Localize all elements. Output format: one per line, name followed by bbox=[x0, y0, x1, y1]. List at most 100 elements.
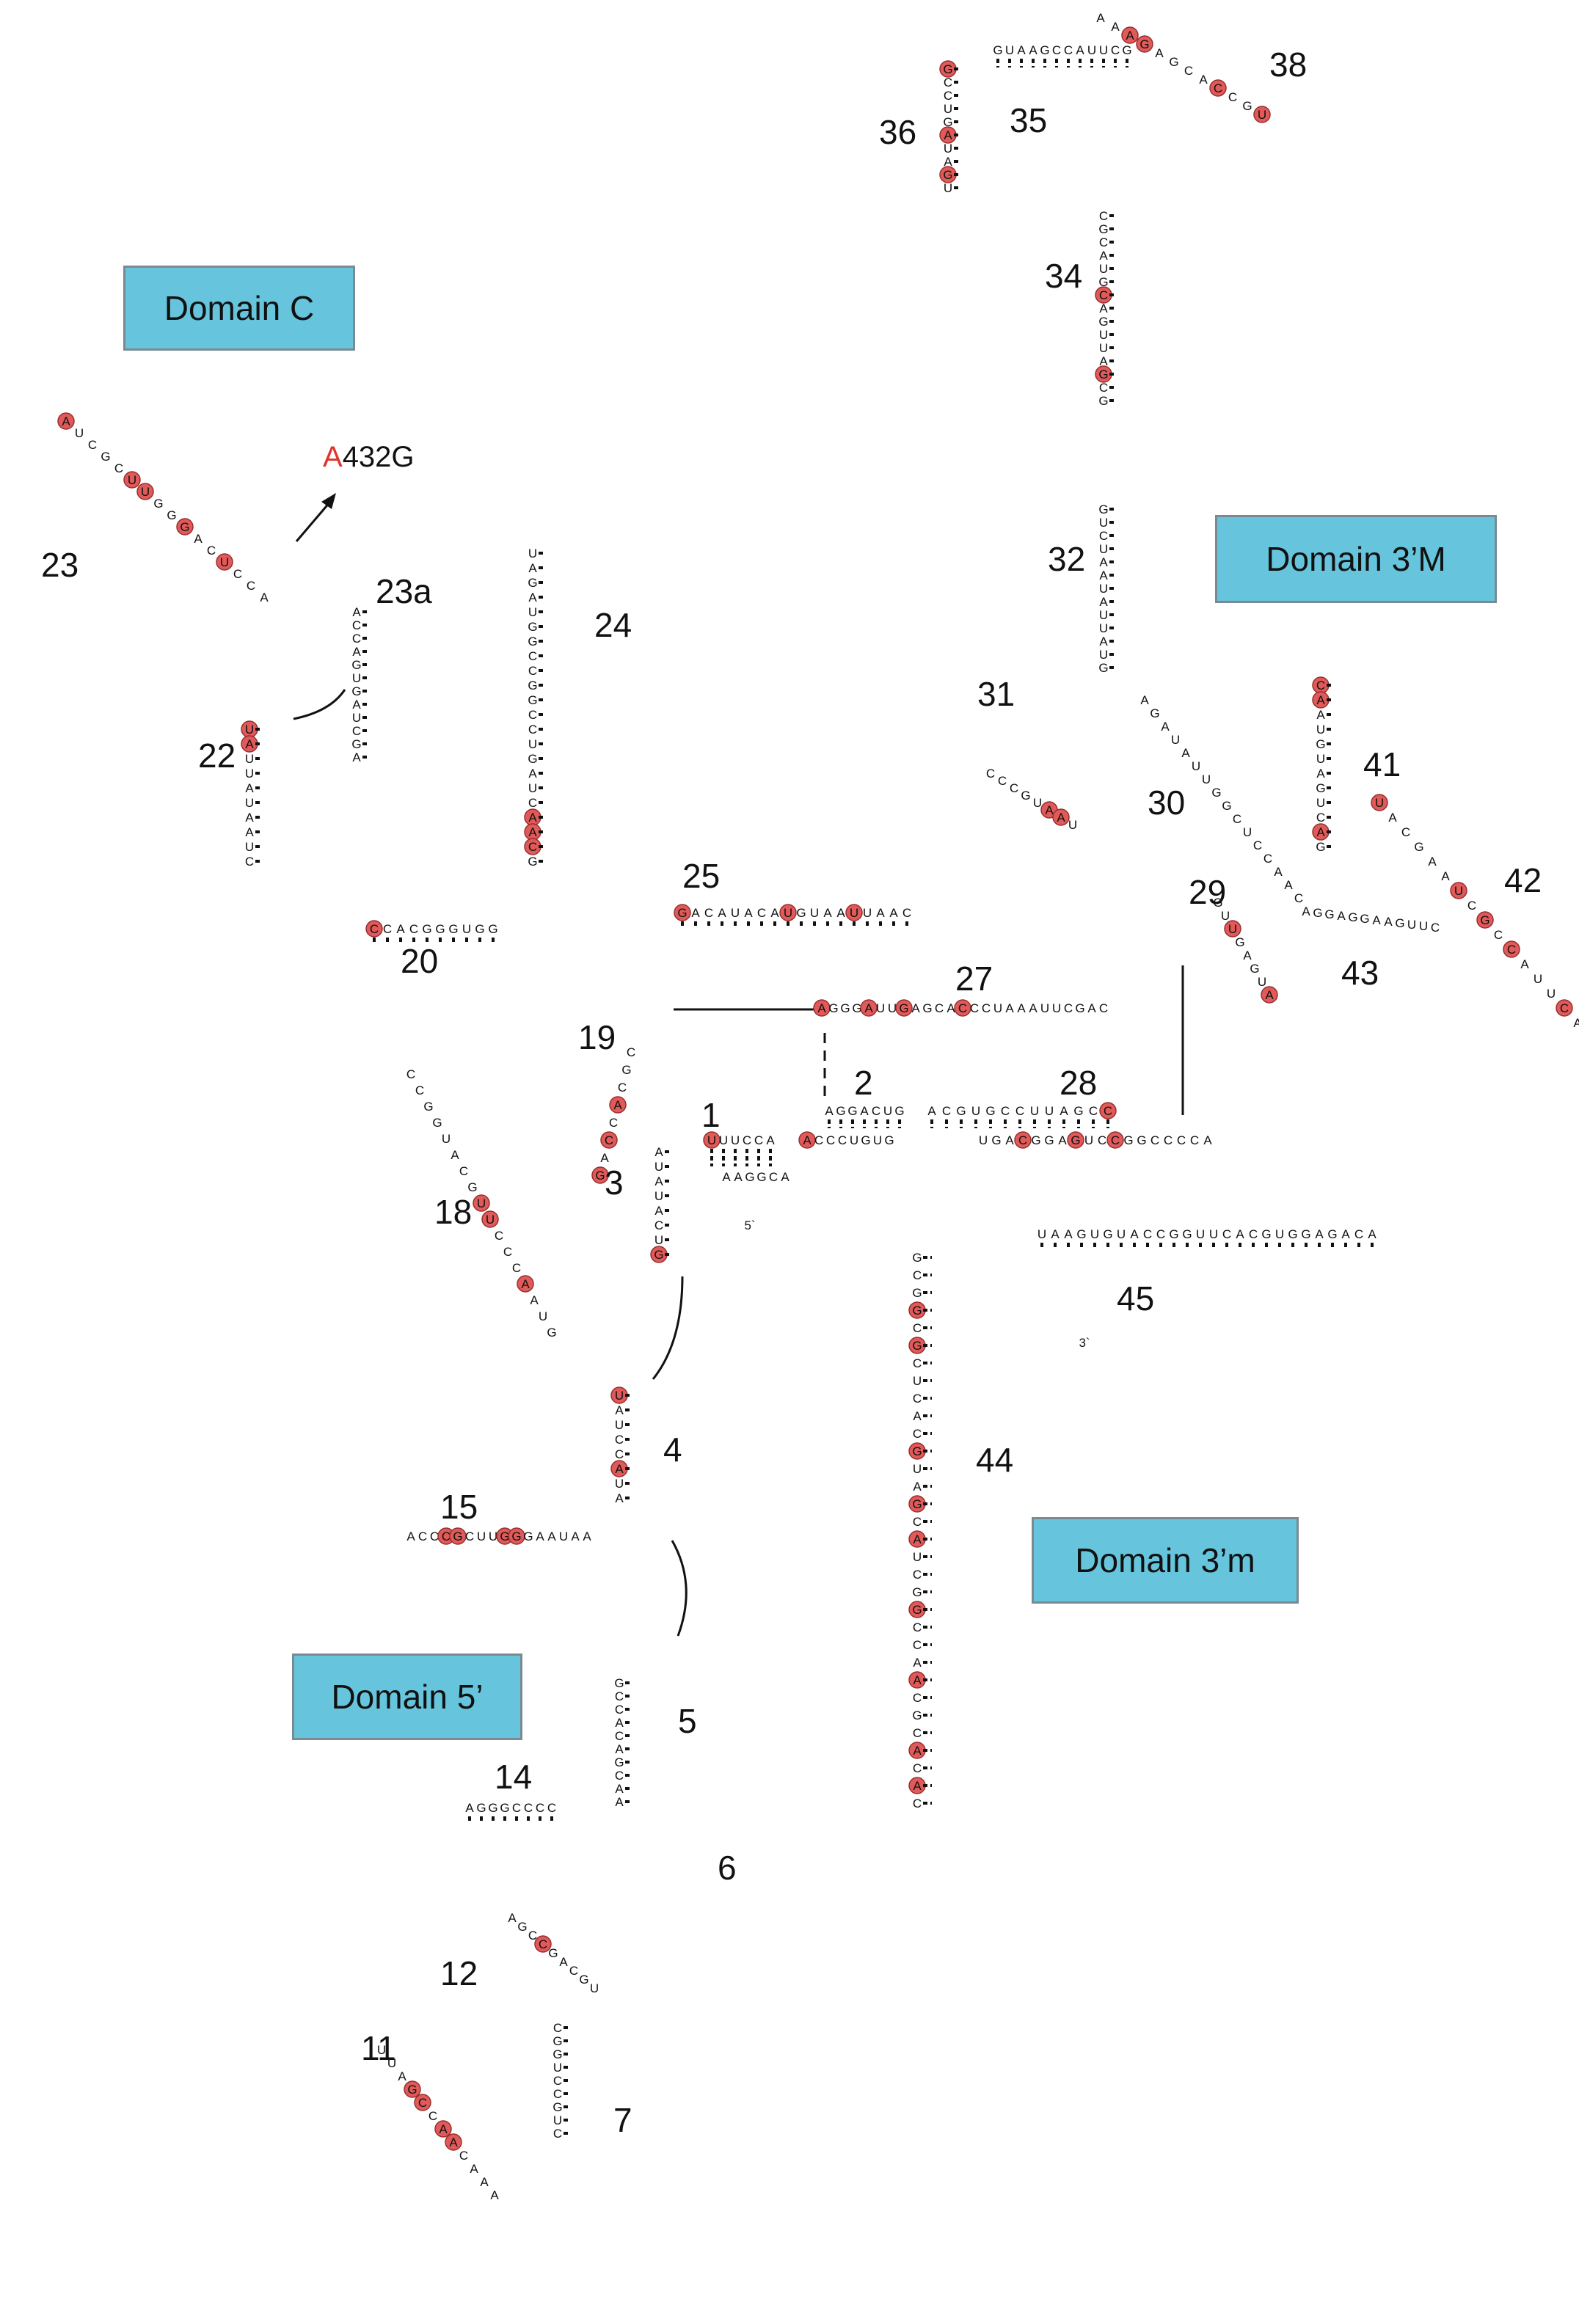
highlighted-nucleotide-marker bbox=[1099, 1102, 1117, 1119]
nucleotide-letter: U bbox=[1099, 582, 1108, 596]
helix-label-44: 44 bbox=[976, 1441, 1013, 1479]
nucleotide-letter: A bbox=[1181, 746, 1190, 760]
nucleotide-letter: C bbox=[459, 1164, 468, 1178]
nucleotide-letter: C bbox=[986, 767, 995, 781]
nucleotide-letter: C bbox=[913, 1638, 922, 1652]
nucleotide-letter: U bbox=[719, 1133, 728, 1147]
nucleotide-letter: A bbox=[1029, 43, 1038, 57]
nucleotide-letter: C bbox=[442, 1530, 451, 1543]
nucleotide-letter: C bbox=[1228, 90, 1237, 104]
helix-label-12: 12 bbox=[440, 1954, 478, 1992]
nucleotide-letter: G bbox=[180, 520, 189, 534]
nucleotide-letter: A bbox=[613, 1098, 622, 1112]
nucleotide-letter: C bbox=[958, 1001, 967, 1015]
nucleotide-letter: A bbox=[1099, 354, 1108, 368]
helix-label-28: 28 bbox=[1060, 1064, 1097, 1102]
nucleotide-letter: G bbox=[621, 1063, 631, 1077]
highlighted-nucleotide-marker bbox=[449, 1527, 467, 1545]
nucleotide-letter: C bbox=[615, 1447, 624, 1461]
helix-label-35: 35 bbox=[1010, 101, 1047, 139]
nucleotide-letter: U bbox=[1090, 1227, 1099, 1241]
nucleotide-letter: G bbox=[1031, 1133, 1040, 1147]
nucleotide-letter: G bbox=[548, 1946, 558, 1960]
nucleotide-letter: C bbox=[1401, 825, 1410, 839]
nucleotide-letter: A bbox=[1005, 1001, 1014, 1015]
nucleotide-letter: A bbox=[1111, 20, 1120, 34]
nucleotide-letter: G bbox=[899, 1001, 908, 1015]
nucleotide-letter: G bbox=[1098, 222, 1108, 236]
nucleotide-letter: G bbox=[1327, 1227, 1337, 1241]
nucleotide-letter: G bbox=[1123, 1133, 1133, 1147]
nucleotide-letter: G bbox=[500, 1801, 509, 1815]
nucleotide-letter: G bbox=[351, 684, 361, 698]
highlighted-nucleotide-marker bbox=[445, 2133, 462, 2151]
nucleotide-letter: G bbox=[528, 620, 537, 634]
nucleotide-letter: U bbox=[654, 1233, 663, 1247]
nucleotide-letter: U bbox=[1547, 987, 1556, 1001]
nucleotide-letter: C bbox=[1214, 81, 1222, 95]
nucleotide-letter: U bbox=[1171, 733, 1180, 747]
nucleotide-letter: A bbox=[864, 1001, 873, 1015]
domain-c-label: Domain C bbox=[123, 266, 355, 351]
nucleotide-letter: G bbox=[1044, 1133, 1054, 1147]
highlighted-nucleotide-marker bbox=[434, 2120, 452, 2138]
nucleotide-letter: U bbox=[1209, 1227, 1218, 1241]
nucleotide-letter: A bbox=[836, 906, 845, 920]
nucleotide-letter: C bbox=[352, 724, 361, 738]
nucleotide-letter: G bbox=[528, 679, 537, 693]
nucleotide-letter: U bbox=[1084, 1133, 1093, 1147]
nucleotide-letter: C bbox=[615, 1729, 624, 1743]
nucleotide-letter: A bbox=[654, 1204, 663, 1218]
nucleotide-letter: G bbox=[1076, 1227, 1086, 1241]
nucleotide-letter: U bbox=[245, 767, 254, 781]
nucleotide-letter: A bbox=[927, 1104, 936, 1118]
nucleotide-letter: A bbox=[803, 1133, 812, 1147]
nucleotide-letter: G bbox=[1122, 43, 1131, 57]
nucleotide-letter: C bbox=[913, 1356, 922, 1370]
nucleotide-letter: U bbox=[1316, 752, 1325, 766]
nucleotide-letter: U bbox=[993, 1001, 1002, 1015]
nucleotide-letter: A bbox=[1099, 569, 1108, 582]
nucleotide-letter: G bbox=[101, 450, 110, 464]
nucleotide-letter: A bbox=[352, 645, 361, 659]
nucleotide-letter: A bbox=[536, 1530, 544, 1543]
nucleotide-letter: U bbox=[654, 1189, 663, 1203]
nucleotide-letter: G bbox=[756, 1170, 766, 1184]
nucleotide-letter: U bbox=[1033, 796, 1042, 810]
helix-label-32: 32 bbox=[1048, 540, 1085, 578]
nucleotide-letter: U bbox=[1258, 975, 1266, 989]
nucleotide-letter: U bbox=[1068, 818, 1077, 832]
nucleotide-letter: A bbox=[396, 922, 405, 936]
nucleotide-letter: A bbox=[352, 750, 361, 764]
nucleotide-letter: A bbox=[600, 1151, 609, 1165]
domain-3M-label: Domain 3’M bbox=[1215, 515, 1497, 603]
nucleotide-letter: U bbox=[245, 796, 254, 810]
nucleotide-letter: U bbox=[1419, 919, 1428, 933]
nucleotide-letter: G bbox=[167, 508, 176, 522]
nucleotide-letter: G bbox=[1301, 1227, 1310, 1241]
helix-label-45: 45 bbox=[1117, 1279, 1154, 1318]
nucleotide-letter: A bbox=[470, 2162, 478, 2176]
nucleotide-letter: C bbox=[1354, 1227, 1363, 1241]
nucleotide-letter: C bbox=[409, 922, 418, 936]
nucleotide-letter: A bbox=[718, 906, 726, 920]
highlighted-nucleotide-marker bbox=[473, 1194, 490, 1212]
nucleotide-letter: G bbox=[579, 1973, 588, 1987]
nucleotide-letter: C bbox=[1431, 921, 1440, 935]
nucleotide-letter: C bbox=[1010, 781, 1018, 795]
highlighted-nucleotide-marker bbox=[895, 999, 913, 1017]
highlighted-nucleotide-marker bbox=[1503, 940, 1520, 958]
tether-lines bbox=[293, 493, 1184, 1637]
nucleotide-letter: C bbox=[503, 1245, 512, 1259]
nucleotide-letter: C bbox=[944, 89, 952, 103]
nucleotide-letter: A bbox=[1099, 249, 1108, 263]
nucleotide-letter: A bbox=[947, 1001, 955, 1015]
nucleotide-letter: A bbox=[615, 1795, 624, 1809]
nucleotide-letter: G bbox=[351, 658, 361, 672]
nucleotide-letter: G bbox=[488, 922, 497, 936]
